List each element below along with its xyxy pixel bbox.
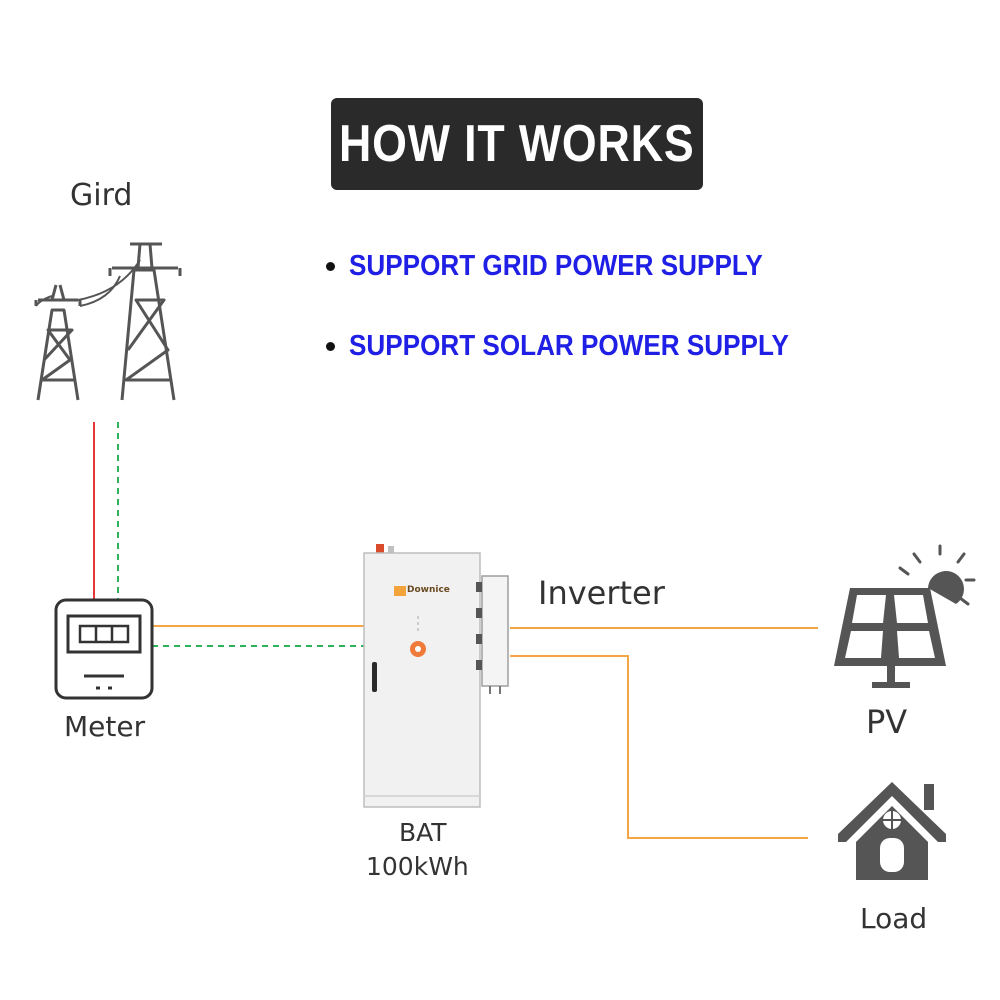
inverter-unit-icon [476,575,509,694]
page-title: HOW IT WORKS [339,115,695,173]
bullet-text: SUPPORT GRID POWER SUPPLY [349,250,763,282]
inverter-label: Inverter [538,574,665,612]
pv-label: PV [866,703,908,741]
battery-label: BAT [399,818,447,847]
bullet-dot-icon [326,262,335,271]
bullet-item-grid: SUPPORT GRID POWER SUPPLY [326,250,809,283]
bullet-item-solar: SUPPORT SOLAR POWER SUPPLY [326,330,838,363]
brand-logo-text: Downice [407,585,450,595]
bullet-text: SUPPORT SOLAR POWER SUPPLY [349,330,789,362]
load-label: Load [860,902,928,935]
bullet-dot-icon [326,342,335,351]
battery-capacity-label: 100kWh [366,852,469,881]
battery-cabinet-icon [363,544,481,808]
meter-label: Meter [64,710,146,743]
house-icon [838,782,946,880]
connection-lines [93,422,818,839]
grid-label: Gird [70,178,133,213]
inverter-load-line [510,655,808,839]
transmission-tower-icon [34,242,182,401]
title-banner: HOW IT WORKS [331,98,703,190]
solar-panel-icon [834,544,976,688]
meter-icon [54,598,154,700]
